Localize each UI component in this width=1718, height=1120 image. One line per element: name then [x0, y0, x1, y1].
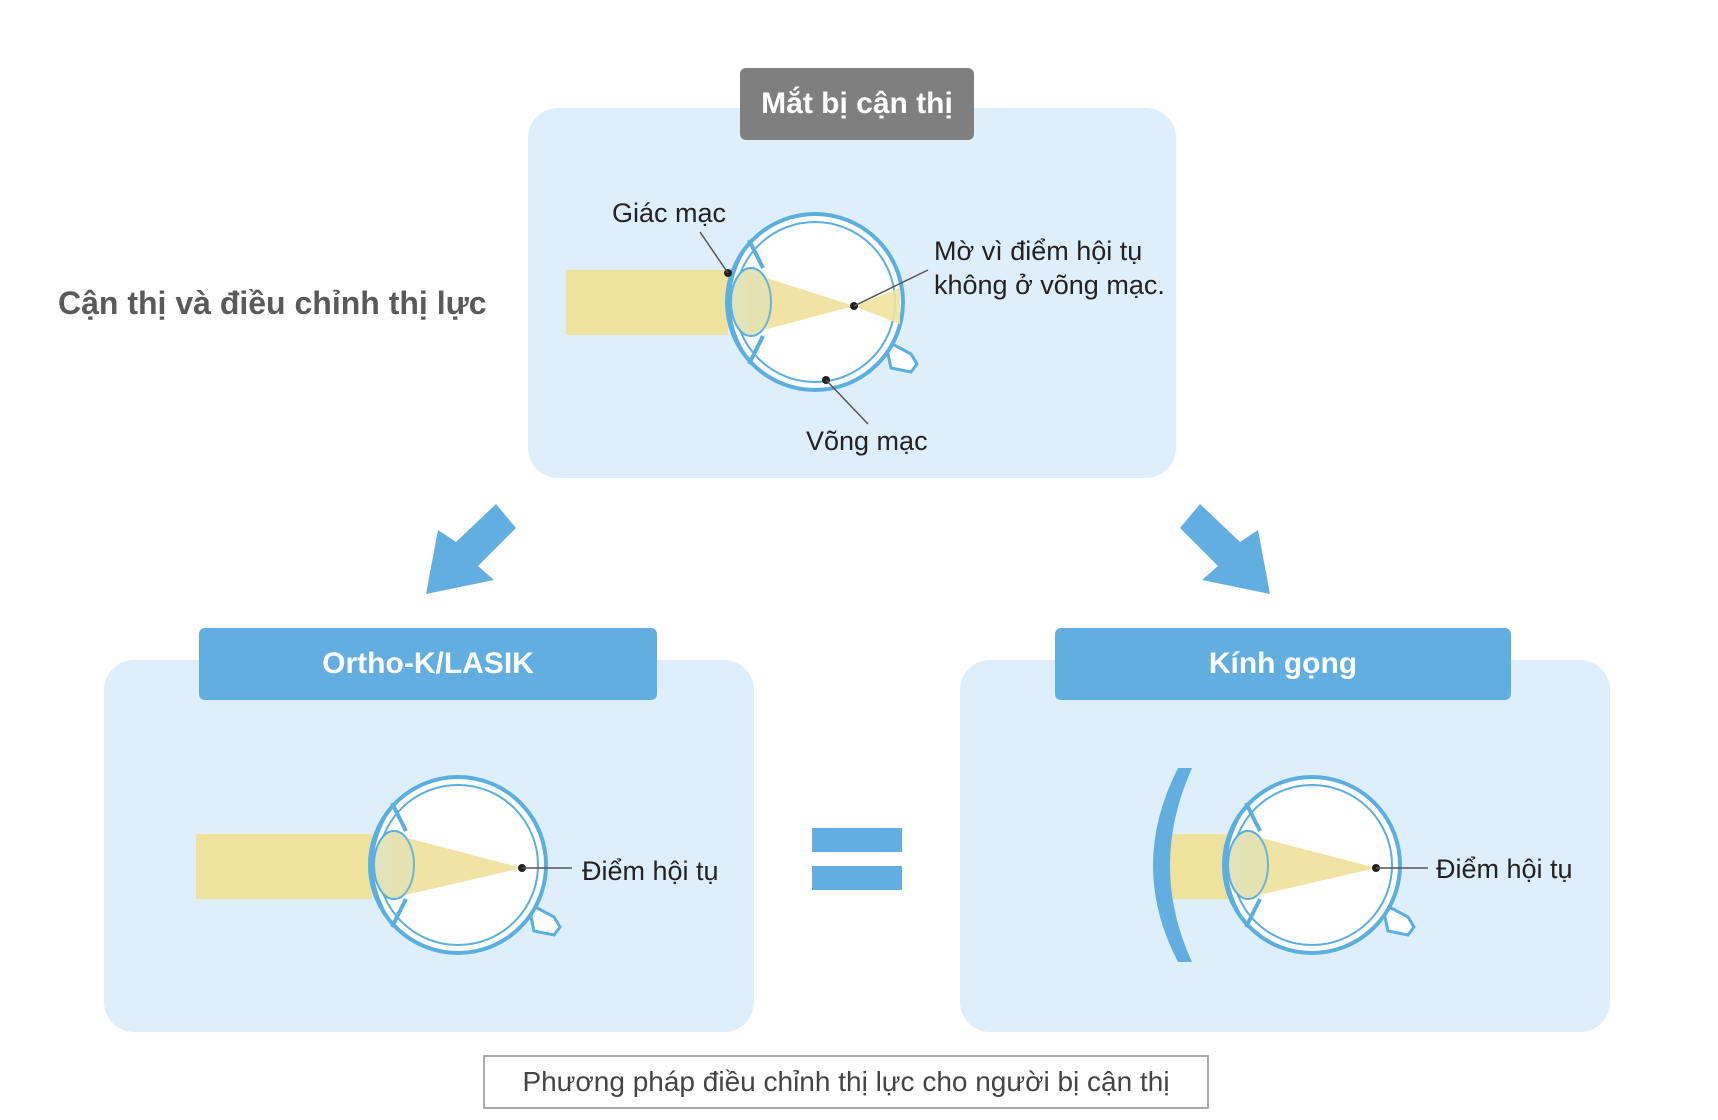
figure-caption: Phương pháp điều chỉnh thị lực cho người…: [483, 1055, 1209, 1109]
corrected-eye-illustration-right: [1153, 768, 1428, 962]
cornea-label: Giác mạc: [612, 198, 727, 228]
blur-explanation-line2: không ở võng mạc.: [934, 270, 1165, 300]
equals-sign-bottom: [812, 866, 902, 890]
ortho-k-lasik-header: Ortho-K/LASIK: [199, 628, 657, 700]
myopic-eye-illustration: [566, 212, 929, 425]
arrow-down-left: [426, 504, 516, 594]
retina-label: Võng mạc: [806, 426, 928, 456]
focus-point-label-right: Điểm hội tụ: [1436, 854, 1573, 884]
corrected-eye-illustration-left: [196, 775, 572, 955]
myopic-eye-header: Mắt bị cận thị: [740, 68, 974, 140]
light-beam: [566, 270, 728, 335]
light-cone: [748, 272, 854, 334]
diagram-title: Cận thị và điều chỉnh thị lực: [58, 285, 487, 321]
arrow-down-right: [1180, 504, 1270, 594]
focus-point-label-left: Điểm hội tụ: [582, 856, 719, 886]
equals-sign-top: [812, 828, 902, 852]
spectacle-lens: [1153, 768, 1192, 962]
blur-explanation-line1: Mờ vì điểm hội tụ: [934, 236, 1143, 266]
glasses-header: Kính gọng: [1055, 628, 1511, 700]
